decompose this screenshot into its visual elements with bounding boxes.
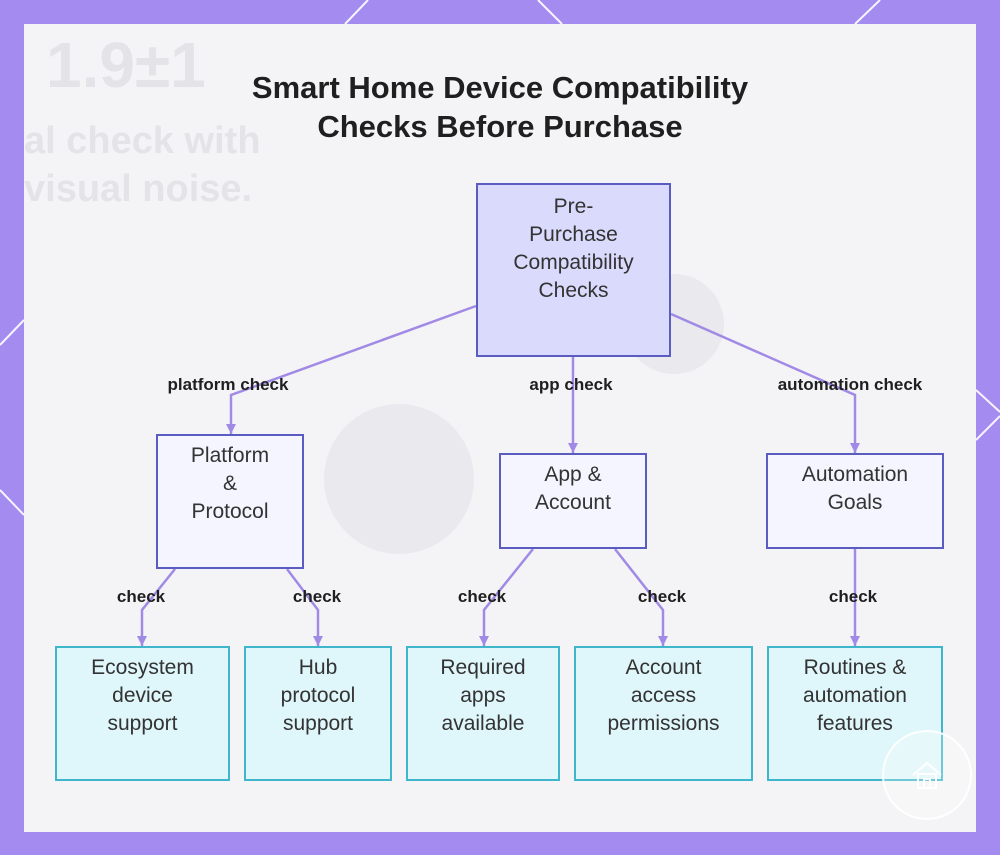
node-required-apps-available: Required apps available [406, 646, 560, 781]
title-line: Smart Home Device Compatibility [251, 70, 749, 105]
node-account-access-permissions: Account access permissions [574, 646, 753, 781]
node-text: features [817, 712, 893, 735]
background-text: al check with [24, 120, 261, 162]
edge-label-check: check [457, 587, 507, 606]
title-line: Checks Before Purchase [317, 109, 683, 144]
node-routines-automation-features: Routines & automation features [767, 646, 943, 781]
node-text: Protocol [191, 500, 269, 523]
edge-root-automation [670, 312, 857, 453]
node-platform-protocol: Platform & Protocol [156, 434, 304, 569]
node-text: Pre- [553, 195, 594, 218]
node-text: permissions [607, 712, 720, 735]
node-automation-goals: Automation Goals [766, 453, 944, 549]
node-app-account: App & Account [499, 453, 647, 549]
node-text: support [107, 712, 178, 735]
node-text: App & [544, 463, 602, 486]
edge-label-check: check [292, 587, 342, 606]
edge-label-check: check [828, 587, 878, 606]
node-text: access [630, 684, 697, 707]
edge-label-platform-check: platform check [167, 375, 289, 394]
edge-app-account [614, 548, 665, 646]
node-text: & [222, 472, 237, 495]
node-text: automation [803, 684, 907, 707]
node-text: available [441, 712, 525, 735]
node-text: Checks [538, 279, 609, 302]
node-text: Required [440, 656, 526, 679]
node-text: Automation [801, 463, 909, 486]
node-text: protocol [280, 684, 356, 707]
node-text: Routines & [803, 656, 907, 679]
node-text: Hub [298, 656, 338, 679]
edge-label-app-check: app check [529, 375, 613, 394]
node-text: Purchase [529, 223, 618, 246]
node-text: apps [460, 684, 506, 707]
node-text: device [112, 684, 173, 707]
background-text: visual noise. [24, 168, 253, 210]
node-hub-protocol-support: Hub protocol support [244, 646, 392, 781]
node-text: Account [625, 656, 702, 679]
node-text: Goals [827, 491, 883, 514]
edge-label-check: check [116, 587, 166, 606]
node-pre-purchase-checks: Pre- Purchase Compatibility Checks [476, 183, 671, 357]
watermark-logo [882, 730, 972, 820]
node-text: Platform [190, 444, 270, 467]
node-text: support [282, 712, 354, 735]
node-text: Account [535, 491, 611, 514]
home-icon [912, 761, 942, 789]
node-text: Compatibility [513, 251, 634, 274]
edge-label-check: check [637, 587, 687, 606]
edge-platform-hub [286, 568, 320, 646]
node-ecosystem-device-support: Ecosystem device support [55, 646, 230, 781]
edge-label-automation-check: automation check [777, 375, 923, 394]
edge-root-platform [229, 304, 477, 434]
edge-platform-ecosystem [140, 568, 176, 646]
background-blob [324, 404, 474, 554]
node-text: Ecosystem [91, 656, 194, 679]
diagram-title: Smart Home Device Compatibility Checks B… [0, 68, 1000, 146]
edge-app-required [482, 548, 534, 646]
background-text: 1.9±1 [46, 29, 206, 101]
